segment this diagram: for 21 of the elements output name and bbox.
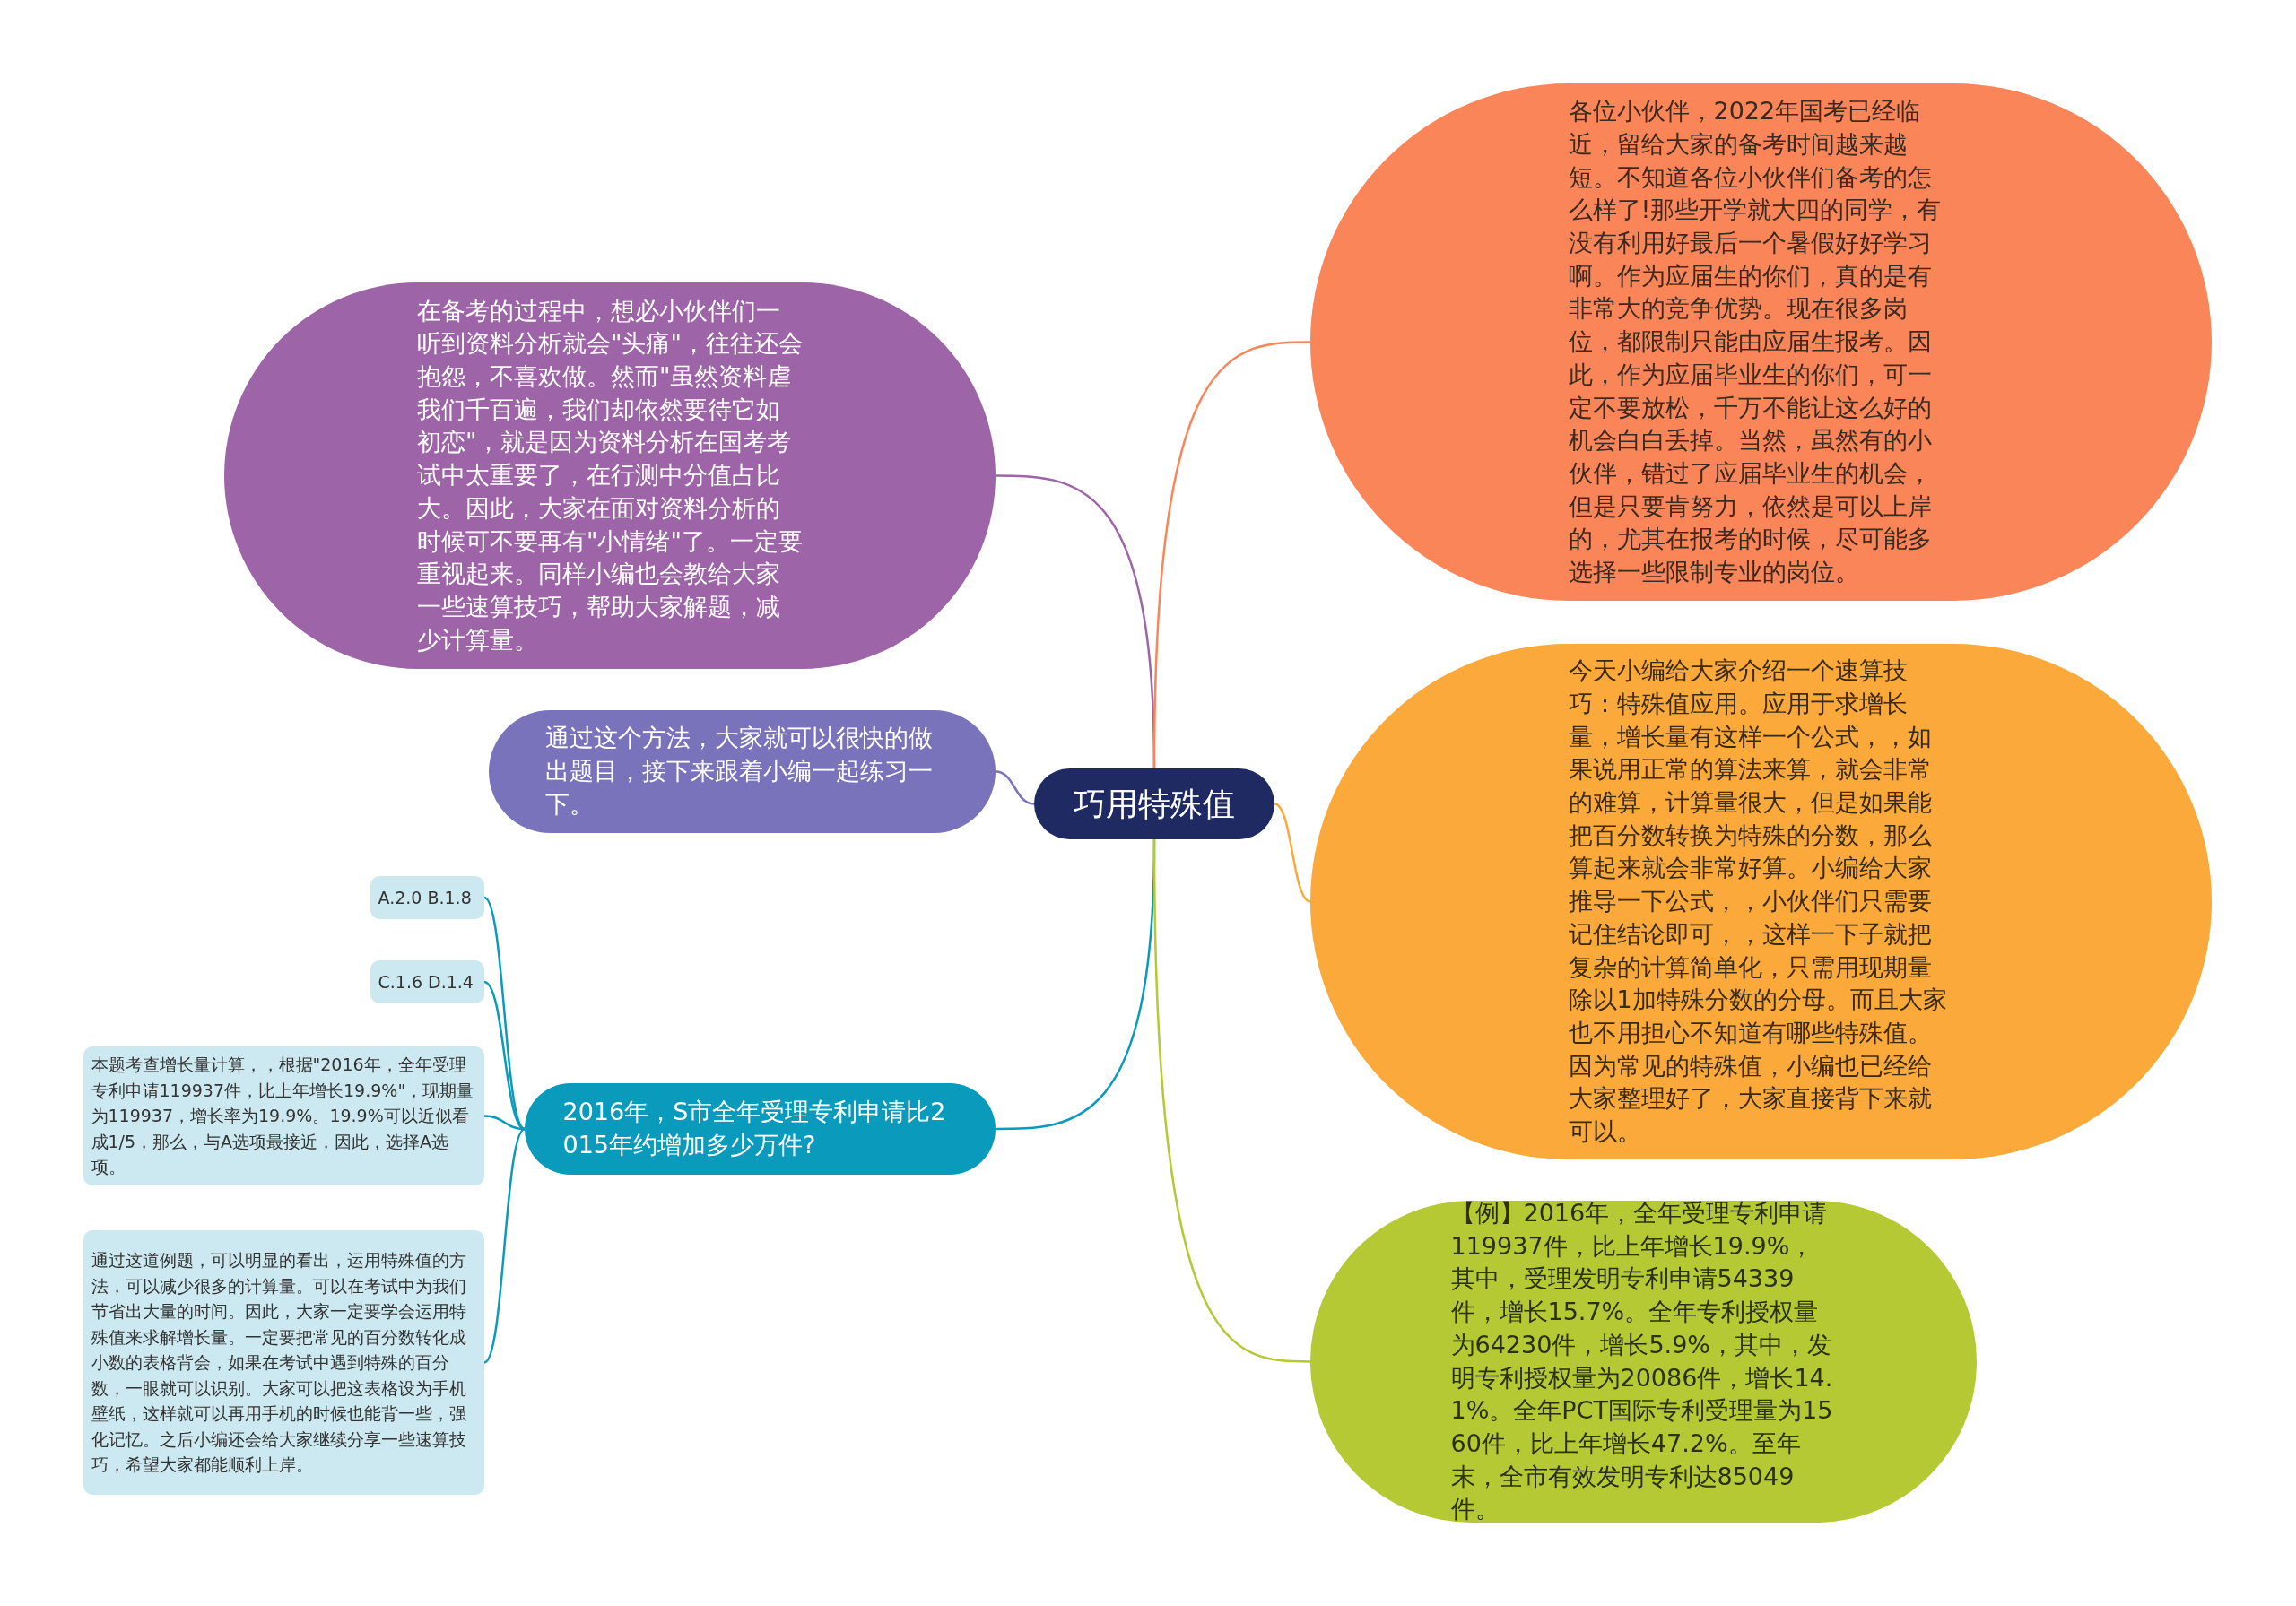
node-text: 在备考的过程中，想必小伙伴们一听到资料分析就会"头痛"，往往还会抱怨，不喜欢做。然而"虽然资料虐我们千百遍，我们却依然要待它如初恋"，就是因为资料分析在国考考试中太重要了，在行测中分值占比大。因此，大家在面对资料分析的时候可不要再有"小情绪"了。一定要重视起来。同样小编也会教给大家一些速算技巧，帮助大家解题，减少计算量。 bbox=[417, 295, 803, 655]
connector-line bbox=[483, 897, 526, 1130]
node-text: 各位小伙伴，2022年国考已经临近，留给大家的备考时间越来越短。不知道各位小伙伴们备考的怎么样了!那些开学就大四的同学，有没有利用好最后一个暑假好好学习啊。作为应届生的你们，真的是有非常大的竞争优势。现在很多岗位，都限制只能由应届生报考。因此，作为应届毕业生的你们，可一定不要放松，千万不能让这么好的机会白白丢掉。当然，虽然有的小伙伴，错过了应届毕业生的机会，但是只要肯努力，依然是可以上岸的，尤其在报考的时候，尽可能多选择一些限制专业的岗位。 bbox=[1568, 96, 1943, 588]
note-box bbox=[83, 1230, 484, 1495]
connector-line bbox=[483, 1128, 526, 1364]
node-text: 【例】2016年，全年受理专利申请119937件，比上年增长19.9%，其中，受理发明专利申请54339件，增长15.7%。全年专利授权量为64230件，增长5.9%，其中，发明专利授权量为20086件，增长14.1%。全年PCT国际专利受理量为1560件，比上年增长47.2%。至年末，全市有效发明专利达85049件。 bbox=[1450, 1197, 1834, 1525]
connector-line bbox=[1152, 341, 1310, 769]
connector-line bbox=[483, 980, 526, 1131]
node-text: A.2.0 B.1.8 bbox=[378, 886, 473, 909]
connector-line bbox=[1152, 839, 1310, 1363]
node-text: 巧用特殊值 bbox=[1073, 784, 1236, 824]
node-text: 本题考查增长量计算，，根据"2016年，全年受理专利申请119937件，比上年增长19.9%"，现期量为119937，增长率为19.9%。19.9%可以近似看成1/5，那么，与A选项最接近，因此，选择A选项。 bbox=[91, 1054, 475, 1179]
node-text: 2016年，S市全年受理专利申请比2015年约增加多少万件? bbox=[562, 1097, 947, 1160]
node-text: 今天小编给大家介绍一个速算技巧：特殊值应用。应用于求增长量，增长量有这样一个公式，，如果说用正常的算法来算，就会非常的难算，计算量很大，但是如果能把百分数转换为特殊的分数，那么算起来就会非常好算。小编给大家推导一下公式，，小伙伴们只需要记住结论即可，，这样一下子就把复杂的计算简单化，只需用现期量除以1加特殊分数的分母。而且大家也不用担心不知道有哪些特殊值。因为常见的特殊值，小编也已经给大家整理好了，大家直接背下来就可以。 bbox=[1568, 655, 1948, 1148]
node-text: 通过这道例题，可以明显的看出，运用特殊值的方法，可以减少很多的计算量。可以在考试中为我们节省出大量的时间。因此，大家一定要学会运用特殊值来求解增长量。一定要把常见的百分数转化成小数的表格背会，如果在考试中遇到特殊的百分数，一眼就可以识别。大家可以把这表格设为手机壁纸，这样就可以再用手机的时候也能背一些，强化记忆。之后小编还会给大家继续分享一些速算技巧，希望大家都能顺利上岸。 bbox=[91, 1249, 467, 1477]
node-text: C.1.6 D.1.4 bbox=[378, 970, 474, 994]
note-box bbox=[370, 876, 484, 919]
note-box bbox=[370, 960, 484, 1003]
connector-line bbox=[995, 770, 1035, 805]
node-text: 通过这个方法，大家就可以很快的做出题目，接下来跟着小编一起练习一下。 bbox=[544, 723, 934, 820]
connector-line bbox=[1274, 803, 1311, 903]
